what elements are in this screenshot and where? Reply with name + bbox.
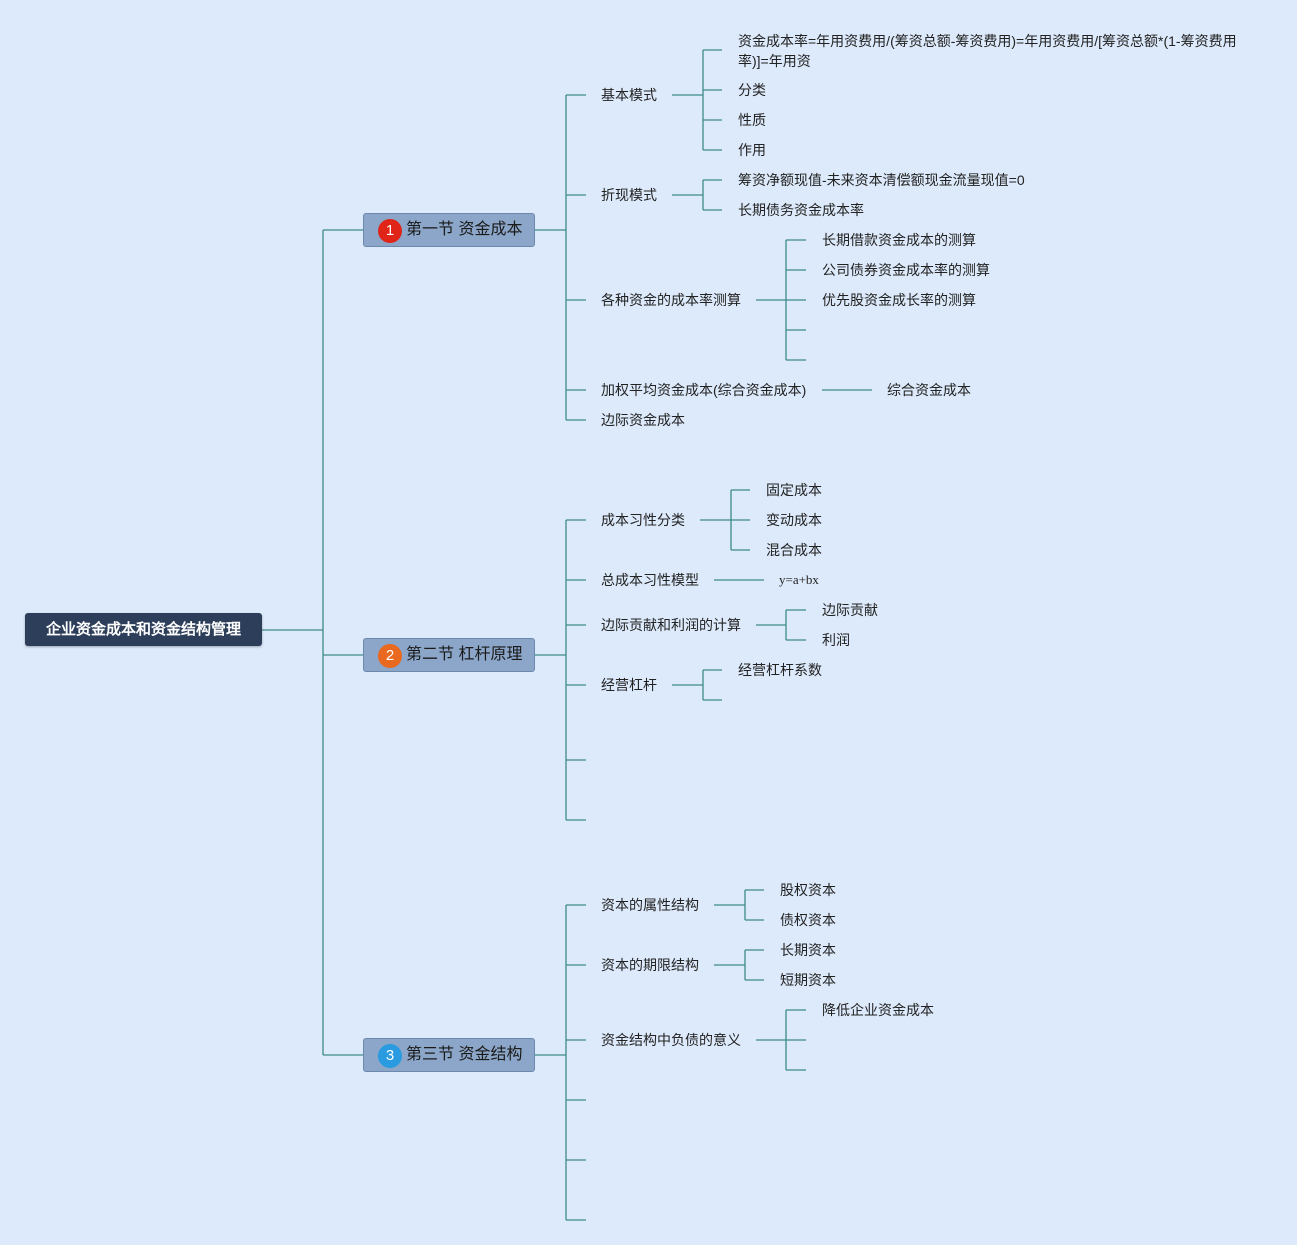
topic-function[interactable]: 作用 <box>738 142 766 158</box>
topic-classification[interactable]: 分类 <box>738 82 766 98</box>
topic-debt-capital[interactable]: 债权资本 <box>780 912 836 928</box>
topic-nature[interactable]: 性质 <box>738 112 766 128</box>
topic-long-term-loan-cost[interactable]: 长期借款资金成本的测算 <box>822 232 976 248</box>
topic-composite-cost[interactable]: 综合资金成本 <box>887 382 971 398</box>
topic-operating-leverage-coefficient[interactable]: 经营杠杆系数 <box>738 662 822 678</box>
topic-attribute-structure[interactable]: 资本的属性结构 <box>601 897 699 913</box>
section-2-title: 第二节 杠杆原理 <box>406 646 523 663</box>
topic-profit[interactable]: 利润 <box>822 632 850 648</box>
topic-long-term-capital[interactable]: 长期资本 <box>780 942 836 958</box>
section-1-node[interactable]: 1 第一节 资金成本 <box>363 213 535 247</box>
topic-variable-cost[interactable]: 变动成本 <box>766 512 822 528</box>
topic-discount-mode[interactable]: 折现模式 <box>601 187 657 203</box>
topic-basic-mode[interactable]: 基本模式 <box>601 87 657 103</box>
number-2-badge-icon: 2 <box>378 644 402 668</box>
topic-reduce-cost[interactable]: 降低企业资金成本 <box>822 1002 934 1018</box>
topic-bond-cost-rate[interactable]: 公司债券资金成本率的测算 <box>822 262 990 278</box>
number-1-badge-icon: 1 <box>378 219 402 243</box>
topic-cost-behavior[interactable]: 成本习性分类 <box>601 512 685 528</box>
topic-long-term-debt-rate[interactable]: 长期债务资金成本率 <box>738 202 864 218</box>
number-3-badge-icon: 3 <box>378 1044 402 1068</box>
topic-short-term-capital[interactable]: 短期资本 <box>780 972 836 988</box>
topic-discount-formula[interactable]: 筹资净额现值-未来资本清偿额现金流量现值=0 <box>738 172 1025 188</box>
topic-marginal-cost[interactable]: 边际资金成本 <box>601 412 685 428</box>
section-2-node[interactable]: 2 第二节 杠杆原理 <box>363 638 535 672</box>
topic-weighted-average-cost[interactable]: 加权平均资金成本(综合资金成本) <box>601 382 807 398</box>
topic-various-cost-rates[interactable]: 各种资金的成本率测算 <box>601 292 741 308</box>
topic-total-cost-model[interactable]: 总成本习性模型 <box>601 572 699 588</box>
root-topic[interactable]: 企业资金成本和资金结构管理 <box>25 613 262 646</box>
topic-mixed-cost[interactable]: 混合成本 <box>766 542 822 558</box>
topic-cost-formula[interactable]: y=a+bx <box>779 572 819 587</box>
topic-equity-capital[interactable]: 股权资本 <box>780 882 836 898</box>
topic-fixed-cost[interactable]: 固定成本 <box>766 482 822 498</box>
topic-contribution-profit[interactable]: 边际贡献和利润的计算 <box>601 617 741 633</box>
section-3-title: 第三节 资金结构 <box>406 1046 523 1063</box>
section-3-node[interactable]: 3 第三节 资金结构 <box>363 1038 535 1072</box>
topic-preferred-stock-rate[interactable]: 优先股资金成长率的测算 <box>822 292 976 308</box>
topic-cost-rate-formula[interactable]: 资金成本率=年用资费用/(筹资总额-筹资费用)=年用资费用/[筹资总额*(1-筹… <box>738 33 1237 69</box>
topic-operating-leverage[interactable]: 经营杠杆 <box>601 677 657 693</box>
topic-term-structure[interactable]: 资本的期限结构 <box>601 957 699 973</box>
section-1-title: 第一节 资金成本 <box>406 221 523 238</box>
topic-marginal-contribution[interactable]: 边际贡献 <box>822 602 878 618</box>
topic-debt-significance[interactable]: 资金结构中负债的意义 <box>601 1032 741 1048</box>
